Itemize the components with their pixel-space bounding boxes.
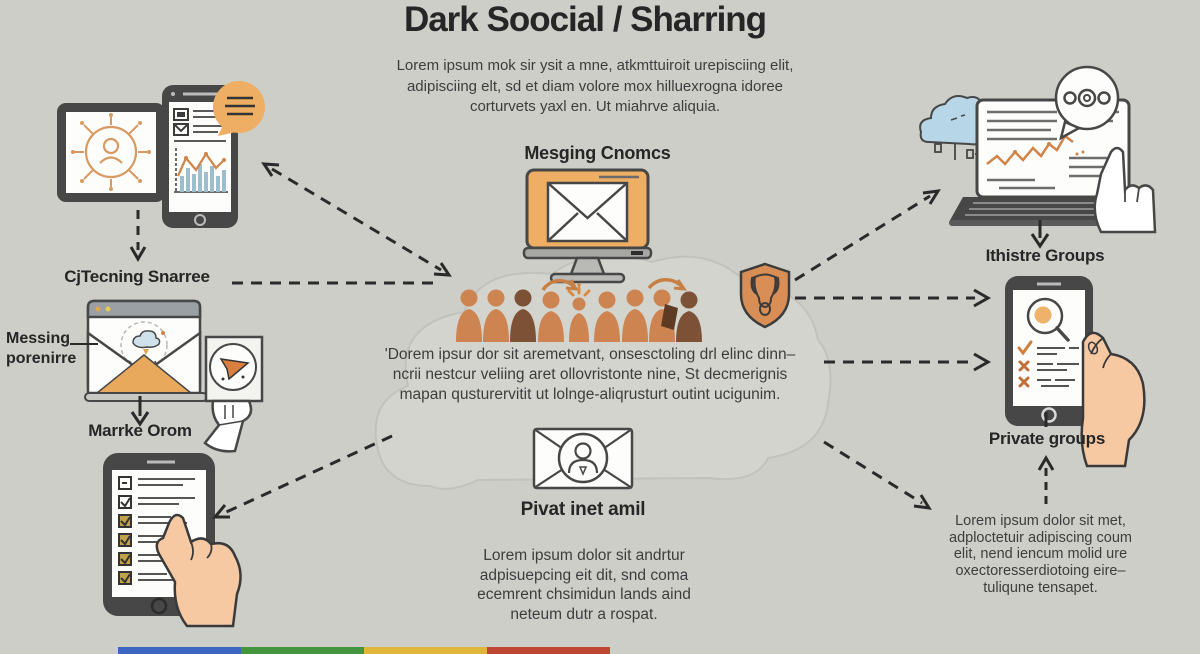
right-paragraph: Lorem ipsum dolor sit met, adploctetuir …: [938, 513, 1143, 596]
envelope-user-icon: [532, 427, 634, 490]
strip-green: [241, 647, 364, 654]
left-side-note: Messing porenirre: [6, 329, 76, 369]
cloud-line: 'Dorem ipsur dor sit aremetvant, onsesct…: [384, 346, 796, 363]
animal-shield-icon: [739, 262, 791, 329]
cloud-line: ncrii nestcur veliing aret ollovristonte…: [392, 366, 788, 384]
left-section-heading: CjTecning Snarree: [64, 267, 210, 286]
right-paragraph-line: adploctetuir adipiscing coum: [949, 529, 1132, 546]
hand-pointer-icon: [155, 513, 242, 628]
intro-line: Lorem ipsum mok sir ysit a mne, atkmttui…: [396, 57, 794, 74]
laptop-trend-chart-icon: [919, 65, 1157, 234]
right-paragraph-line: elit, nend iencum molid ure: [953, 546, 1128, 563]
bottom-color-strip: [118, 647, 610, 654]
intro-line: corturvets yaxl en. Ut miahrve aliquia.: [469, 98, 721, 116]
speech-bubble-dots-icon: [1054, 65, 1120, 141]
bottom-heading: Pivat inet amil: [520, 499, 646, 520]
bottom-paragraph: Lorem ipsum dolor sit andrtur adpisuepci…: [470, 546, 698, 624]
tablet-phone-analytics-icon: [57, 81, 265, 228]
white-pointer-hand-icon: [1093, 146, 1157, 234]
cloud-paragraph: 'Dorem ipsur dor sit aremetvant, onsesct…: [380, 345, 800, 405]
intro-paragraph: Lorem ipsum mok sir ysit a mne, atkmttui…: [385, 56, 805, 118]
bottom-paragraph-line: Lorem ipsum dolor sit andrtur: [483, 547, 685, 564]
right-section-heading: Ithistre Groups: [985, 246, 1105, 265]
strip-yellow: [364, 647, 487, 654]
email-browser-icon: [84, 299, 264, 453]
bottom-paragraph-line: neteum dutr a rospat.: [510, 605, 658, 623]
cloud-line: mapan qusturervitit ut lolnge-aliqrustur…: [399, 386, 781, 404]
right-paragraph-line: oxectoresserdiotoing eire–: [955, 563, 1126, 580]
intro-line: adipisciing elt, sd et diam volore mox h…: [406, 77, 784, 95]
white-hand-icon: [203, 399, 253, 453]
phone-magnifier-list-icon: [1005, 276, 1146, 468]
bottom-paragraph-line: adpisuepcing eit dit, snd coma: [479, 566, 689, 584]
page-title: Dark Soocial / Sharring: [403, 0, 767, 39]
phone-checklist-icon: [103, 453, 242, 628]
right-paragraph-line: Lorem ipsum dolor sit met,: [955, 513, 1126, 529]
right-paragraph-line: tuliqune tensapet.: [983, 579, 1098, 596]
strip-red: [487, 647, 610, 654]
left-side-note-line: Messing: [6, 330, 71, 347]
right-sub-heading: Private groups: [988, 429, 1106, 448]
hand-holding-phone-icon: [1080, 331, 1146, 468]
audience-silhouettes-icon: [456, 278, 702, 342]
left-sub-heading: Marrke Orom: [88, 421, 192, 440]
bottom-paragraph-line: ecemrent chsimidun lands aind: [477, 586, 691, 604]
strip-blue: [118, 647, 241, 654]
left-side-note-line: porenirre: [6, 350, 77, 367]
monitor-envelope-icon: [522, 168, 653, 284]
messaging-channels-heading: Mesging Cnomcs: [524, 143, 671, 163]
